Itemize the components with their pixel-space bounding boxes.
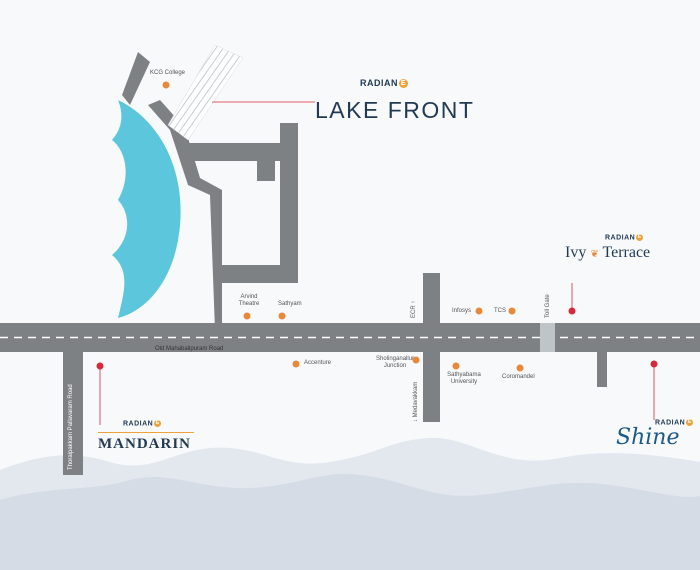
road-medavakkam-south xyxy=(423,352,440,422)
road-north-link xyxy=(180,143,280,161)
ivy-terrace-title: Ivy ❦ Terrace xyxy=(565,244,650,262)
brand-e-icon: E xyxy=(686,419,694,426)
sholinganallur-dot xyxy=(412,356,420,364)
sathyam-dot xyxy=(278,312,286,320)
label-tcs: TCS xyxy=(494,308,506,314)
brand-e-icon: E xyxy=(399,79,408,89)
label-accenture: Accenture xyxy=(304,360,332,366)
shine-title: Shine xyxy=(616,425,680,450)
road-northwest xyxy=(122,52,150,105)
lake-front-brand-text: RADIAN xyxy=(360,78,398,88)
leaf-icon: ❦ xyxy=(590,249,599,260)
label-sathyabama-line2: University xyxy=(450,379,478,385)
landmark-markers xyxy=(162,81,524,372)
road-label-toll: Toll Gate xyxy=(545,294,551,318)
label-kcg: KCG College xyxy=(150,70,186,76)
label-sathyabama-line1: Sathyabama xyxy=(447,372,481,378)
road-label-thoraipakkam: Thoraipakkam Pallavaram Road xyxy=(68,384,74,470)
road-east-link xyxy=(215,265,298,283)
lake-front-title: LAKE FRONT xyxy=(315,97,475,123)
arvind-dot xyxy=(243,312,251,320)
toll-gate-marker xyxy=(540,323,555,352)
infosys-dot xyxy=(475,307,483,315)
coromandel-dot xyxy=(516,364,524,372)
label-sholinganallur-line1: Sholinganallur xyxy=(376,356,415,362)
road-network xyxy=(0,52,700,475)
lake-front-site xyxy=(167,44,244,141)
road-label-medavakkam: ↓ Medavakkam xyxy=(413,382,419,422)
road-far-east-spur xyxy=(597,352,607,387)
label-arvind: Arvind Theatre xyxy=(238,294,260,308)
label-arvind-line1: Arvind xyxy=(240,294,258,300)
hills-front xyxy=(0,474,700,570)
mandarin-underline xyxy=(98,432,194,433)
road-ecr-north xyxy=(423,273,440,325)
ivy-terrace-pin xyxy=(568,307,576,315)
label-sathyabama: Sathyabama University xyxy=(444,372,484,386)
accenture-dot xyxy=(292,360,300,368)
label-arvind-line2: Theatre xyxy=(238,301,260,307)
road-northeast xyxy=(280,123,298,283)
label-coromandel: Coromandel xyxy=(502,374,535,380)
road-left-vertical xyxy=(63,340,83,475)
shine-pin xyxy=(650,360,658,368)
road-label-ecr: ECR ↑ xyxy=(411,301,417,318)
project-pins xyxy=(96,283,658,425)
label-sholinganallur: Sholinganallur Junction xyxy=(376,356,414,370)
brand-e-icon: E xyxy=(636,234,644,241)
road-north-spur xyxy=(257,143,275,181)
ivy-terrace-brand-text: RADIAN xyxy=(605,234,636,242)
road-label-omr: Old Mahabalipuram Road xyxy=(155,346,223,352)
tcs-dot xyxy=(508,307,516,315)
label-sholinganallur-line2: Junction xyxy=(383,363,407,369)
mandarin-title: MANDARIN xyxy=(98,436,191,452)
terrace-text: Terrace xyxy=(602,244,651,261)
lake xyxy=(112,100,181,318)
mandarin-brand-text: RADIAN xyxy=(123,420,154,428)
brand-e-icon: E xyxy=(154,420,162,427)
mandarin-pin xyxy=(96,362,104,370)
ivy-text: Ivy xyxy=(565,244,587,261)
label-sathyam: Sathyam xyxy=(278,301,302,307)
shine-brand-text: RADIAN xyxy=(655,419,686,427)
sathyabama-dot xyxy=(452,362,460,370)
kcg-dot xyxy=(162,81,170,89)
label-infosys: Infosys xyxy=(452,308,472,314)
